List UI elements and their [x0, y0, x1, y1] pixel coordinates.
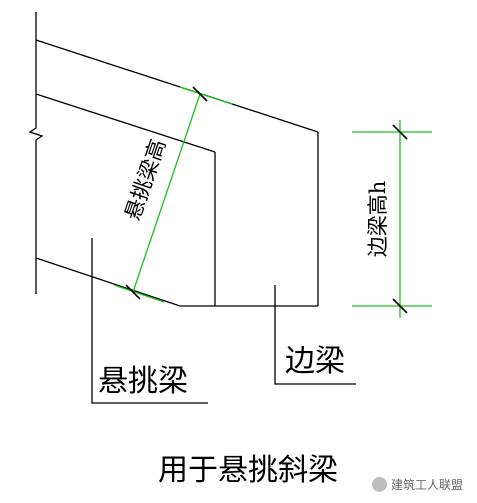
- wall-line: [28, 12, 44, 294]
- edge-beam-leader: 边梁: [274, 285, 356, 385]
- watermark: 建筑工人联盟: [371, 476, 463, 493]
- edge-beam-height-dimension: 边梁高h: [352, 120, 432, 318]
- cantilever-height-dimension: 悬挑梁高: [113, 86, 233, 303]
- edge-beam-height-label: 边梁高h: [366, 181, 390, 258]
- watermark-text: 建筑工人联盟: [390, 478, 463, 492]
- wechat-icon: [371, 477, 387, 492]
- diagram-caption: 用于悬挑斜梁: [158, 453, 338, 488]
- cantilever-beam-leader: 悬挑梁: [91, 238, 208, 404]
- cantilever-beam-outline: [35, 39, 319, 307]
- edge-beam-label: 边梁: [285, 344, 345, 379]
- cantilever-height-label: 悬挑梁高: [120, 136, 170, 223]
- cantilever-beam-label: 悬挑梁: [98, 364, 188, 399]
